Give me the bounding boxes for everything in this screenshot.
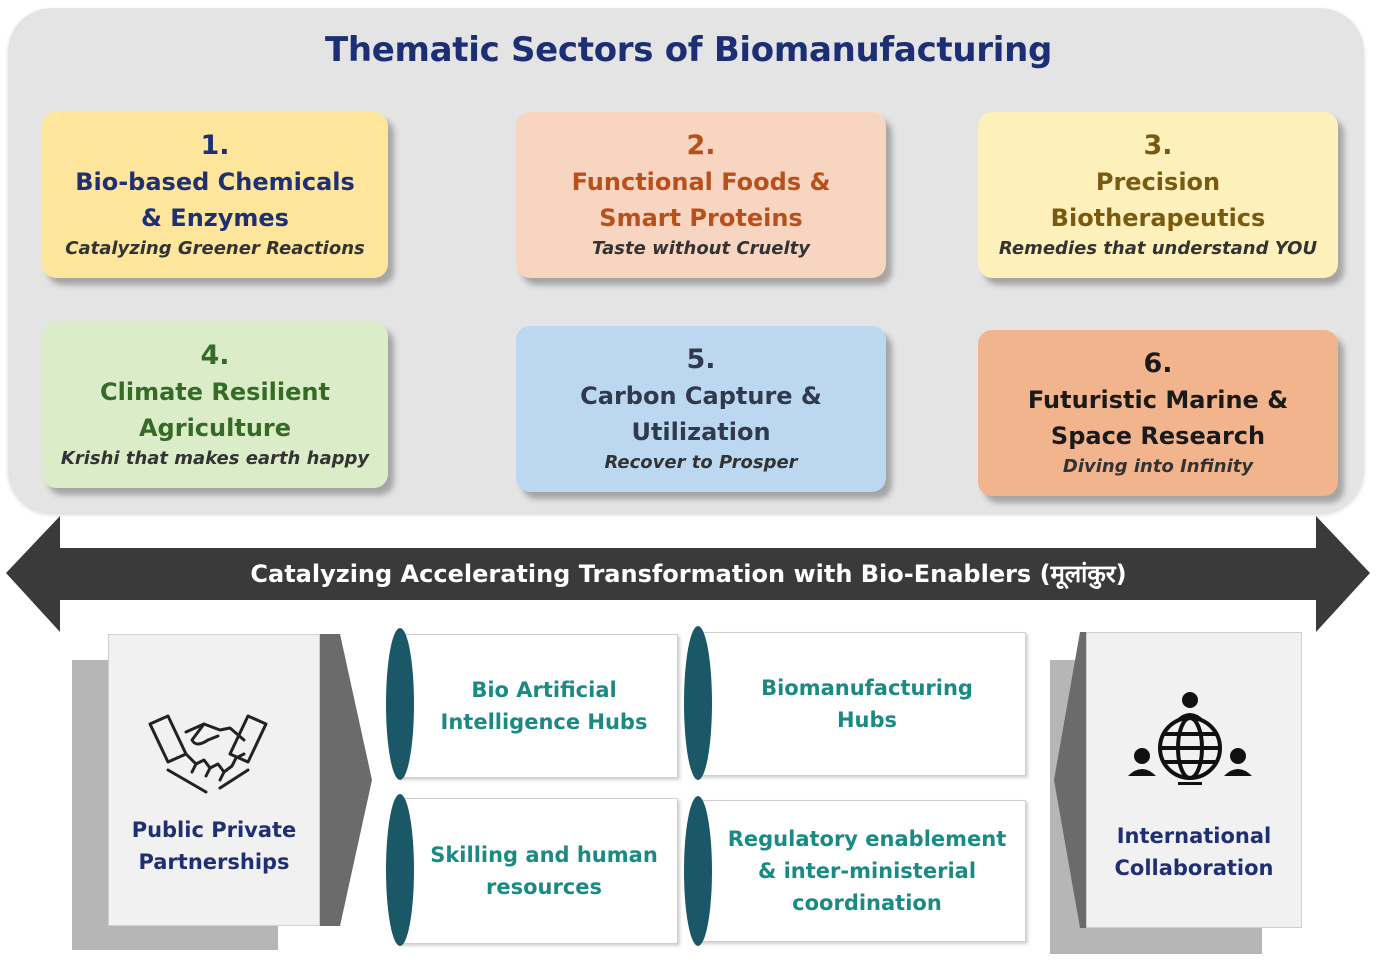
enabler-marker [684,626,712,780]
globe-network-icon [1128,692,1252,785]
enabler-marker [684,796,712,946]
sector-card-precision-biotherapeutics: 3. Precision Biotherapeutics Remedies th… [978,112,1338,278]
sector-tagline: Diving into Infinity [1062,456,1254,477]
right-pillar-box [1086,632,1302,928]
enabler-line: Intelligence Hubs [440,710,648,734]
sector-number: 1. [200,130,230,161]
enabler-marker [386,794,414,946]
sector-name-line: Smart Proteins [599,204,803,232]
sector-card-marine-space: 6. Futuristic Marine & Space Research Di… [978,330,1338,496]
sector-name-line: Utilization [631,418,771,446]
sector-card-climate-agriculture: 4. Climate Resilient Agriculture Krishi … [42,322,388,488]
enabler-bio-ai-hubs: Bio Artificial Intelligence Hubs [398,634,678,778]
enabler-line: Skilling and human [430,843,658,867]
sector-name-line: Precision [1095,168,1221,196]
sector-name-line: Carbon Capture & [580,382,822,410]
enabler-regulatory: Regulatory enablement & inter-ministeria… [696,800,1026,942]
sector-card-functional-foods: 2. Functional Foods & Smart Proteins Tas… [516,112,886,278]
sector-tagline: Catalyzing Greener Reactions [65,238,365,259]
sector-tagline: Krishi that makes earth happy [60,448,370,469]
sector-number: 5. [686,344,716,375]
label-line: Partnerships [138,850,290,874]
sector-name-line: Agriculture [138,414,292,442]
enabler-line: resources [485,875,602,899]
banner-label: Catalyzing Accelerating Transformation w… [250,560,1127,588]
enabler-line: Hubs [836,708,898,732]
sector-card-carbon-capture: 5. Carbon Capture & Utilization Recover … [516,326,886,492]
sector-name-line: Space Research [1050,422,1266,450]
enabler-skilling: Skilling and human resources [398,798,678,944]
left-pillar-label: Public Private Partnerships [108,814,320,878]
enabler-marker [386,628,414,780]
sector-tagline: Remedies that understand YOU [998,238,1318,259]
sector-name-line: Biotherapeutics [1050,204,1266,232]
double-arrow-banner [6,516,1370,632]
enabler-biomanufacturing-hubs: Biomanufacturing Hubs [696,632,1026,776]
right-pillar-chevron [1054,632,1092,928]
enabler-line: Regulatory enablement [727,827,1007,851]
enabler-line: coordination [792,891,942,915]
sector-card-bio-based-chemicals: 1. Bio-based Chemicals & Enzymes Catalyz… [42,112,388,278]
left-pillar-chevron [312,634,372,926]
enabler-line: Bio Artificial [471,678,617,702]
sector-number: 4. [200,340,230,371]
sector-tagline: Recover to Prosper [604,452,798,473]
arrow-shape [6,516,1370,632]
right-pillar-label: International Collaboration [1086,820,1302,884]
sector-tagline: Taste without Cruelty [592,238,810,259]
sector-name-line: & Enzymes [141,204,289,232]
sector-number: 3. [1143,130,1173,161]
diagram-title: Thematic Sectors of Biomanufacturing [324,30,1053,70]
sector-number: 6. [1143,348,1173,379]
sector-name-line: Bio-based Chemicals [75,168,355,196]
handshake-icon [148,714,268,794]
label-line: Public Private [131,818,297,842]
label-line: International [1116,824,1272,848]
sector-name-line: Functional Foods & [571,168,831,196]
sector-name-line: Futuristic Marine & [1027,386,1289,414]
label-line: Collaboration [1114,856,1274,880]
enabler-line: & inter-ministerial [757,859,977,883]
sector-name-line: Climate Resilient [100,378,330,406]
sector-number: 2. [686,130,716,161]
enabler-line: Biomanufacturing [761,676,973,700]
left-pillar-box [108,634,320,926]
